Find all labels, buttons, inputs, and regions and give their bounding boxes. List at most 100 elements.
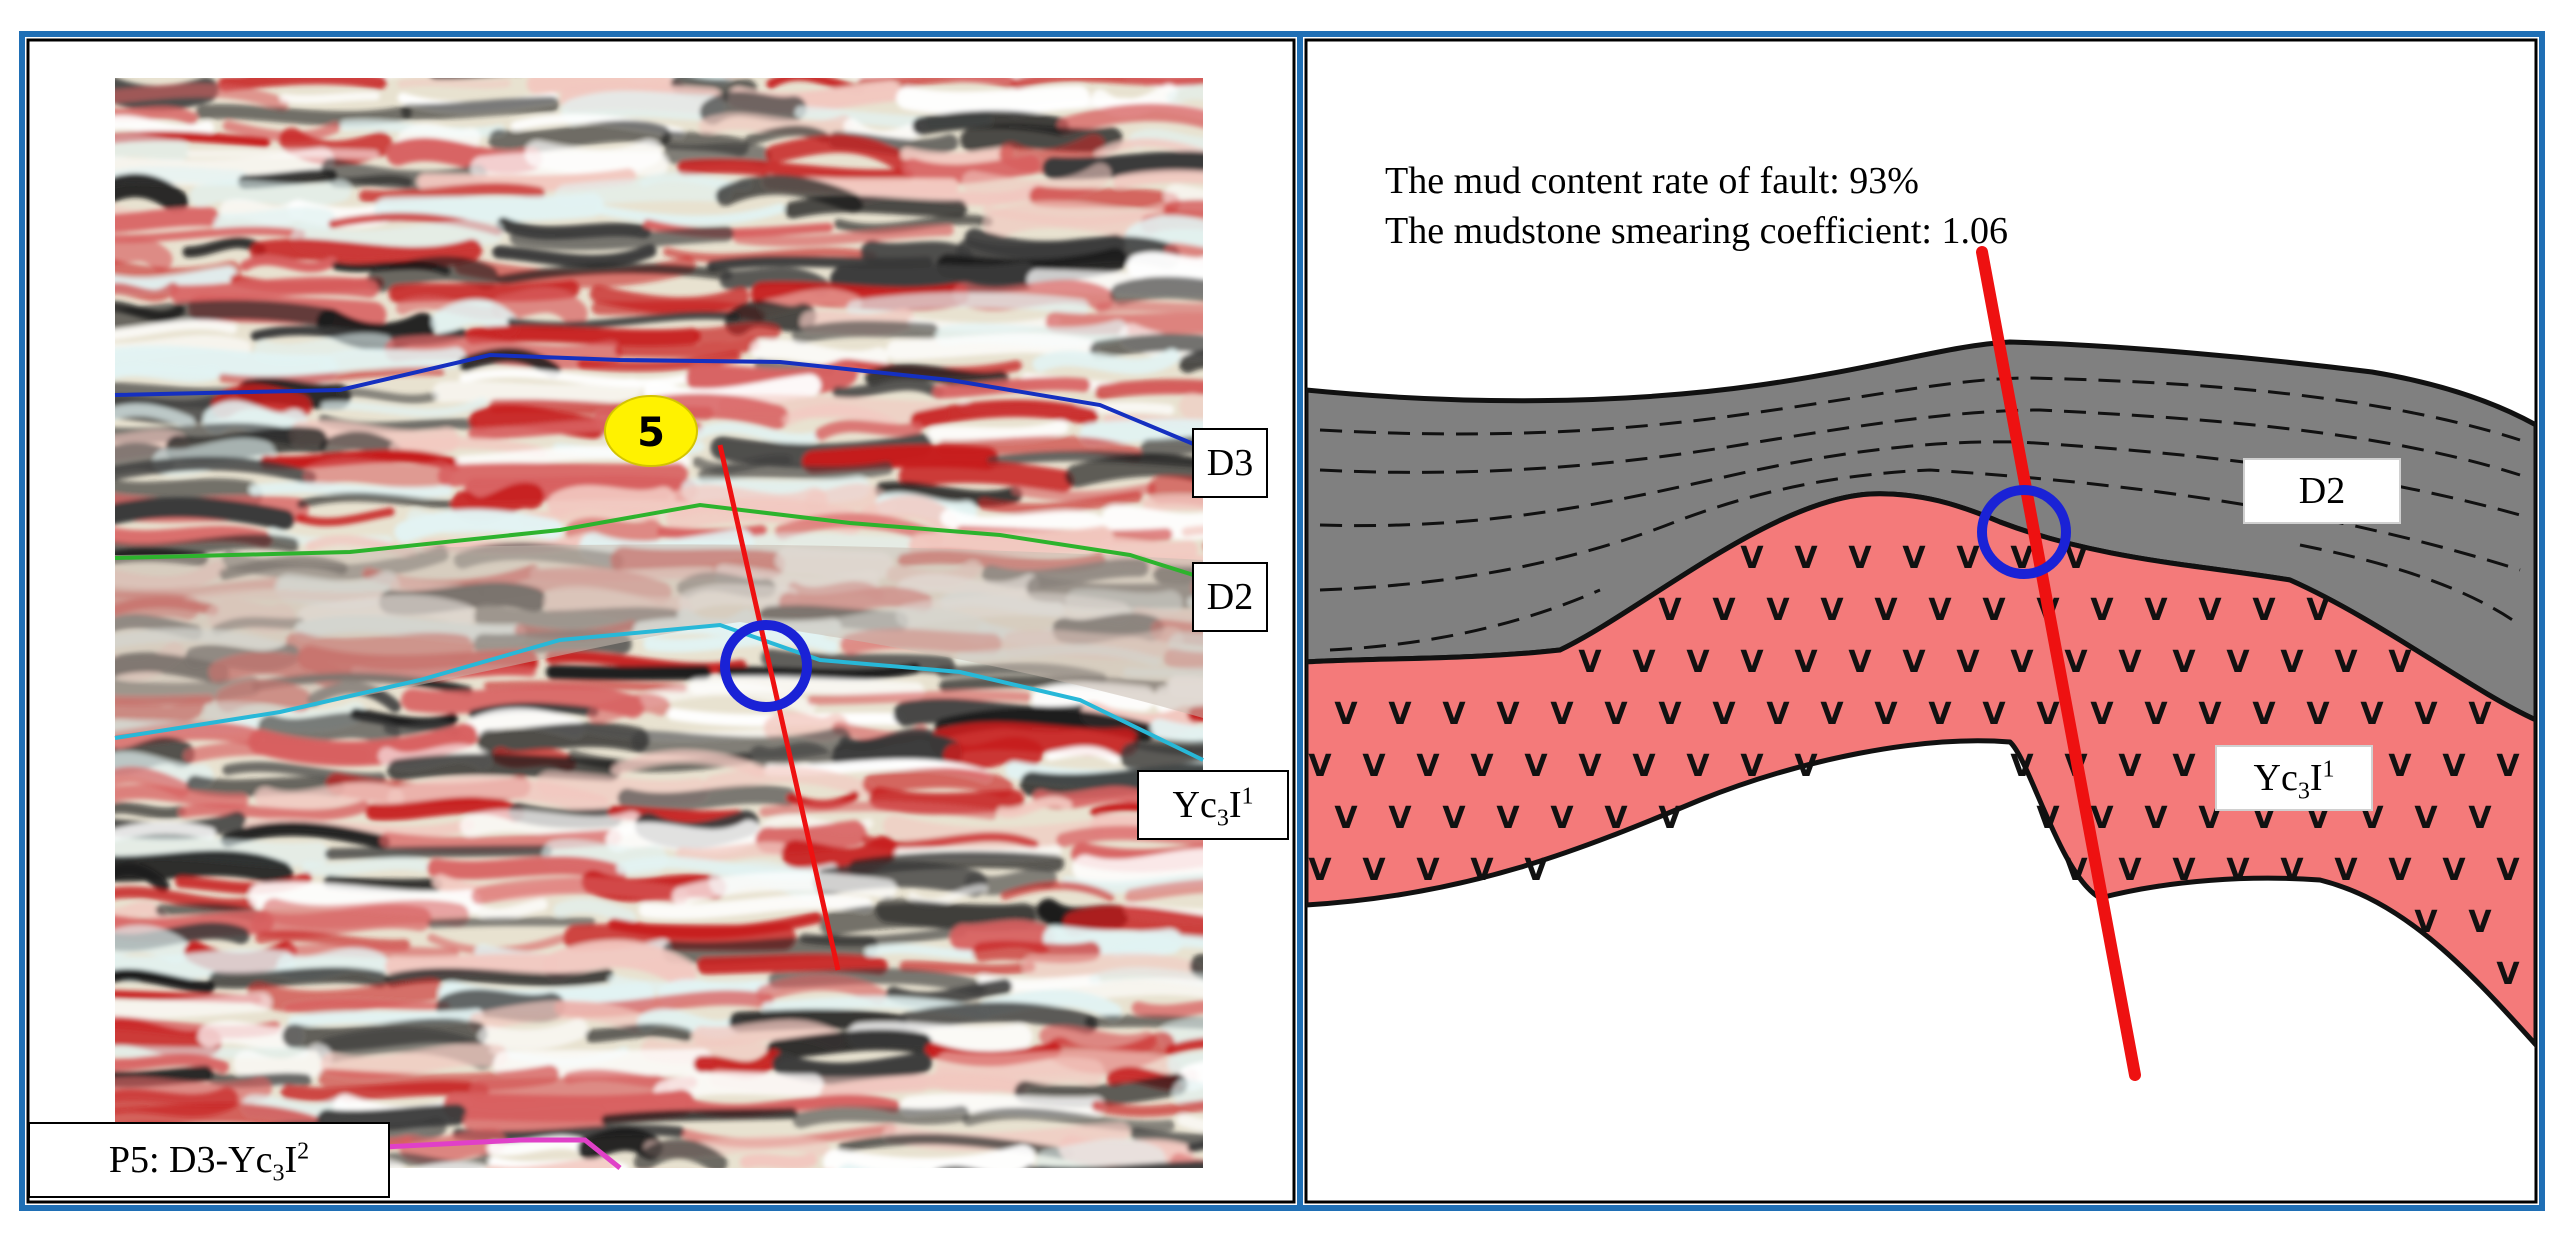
seismic-reflection [886, 332, 1098, 360]
seismic-reflection [693, 322, 781, 344]
volcanic-v-symbol: V [1604, 697, 1628, 732]
seismic-reflection [509, 225, 734, 251]
seismic-reflection [385, 953, 559, 977]
seismic-reflection [875, 481, 1023, 507]
volcanic-v-symbol: V [1848, 541, 1872, 576]
seismic-reflection [698, 112, 852, 138]
seismic-reflection [693, 422, 820, 445]
seismic-reflection [1142, 494, 1203, 512]
seismic-reflection [1095, 301, 1203, 314]
seismic-reflection [115, 403, 195, 429]
volcanic-v-symbol: V [2090, 593, 2114, 628]
seismic-reflection [301, 857, 429, 876]
seismic-reflection [1089, 967, 1203, 987]
volcanic-v-symbol: V [2144, 801, 2168, 836]
seismic-reflection [912, 110, 1069, 136]
volcanic-v-symbol: V [1820, 697, 1844, 732]
seismic-reflection [832, 733, 963, 770]
seal-circle-right [1977, 485, 2071, 579]
volcanic-v-symbol: V [2496, 957, 2520, 992]
volcanic-v-symbol: V [2172, 853, 2196, 888]
seismic-reflection [115, 834, 330, 867]
seismic-reflection [983, 200, 1159, 239]
seismic-reflection [1126, 252, 1203, 282]
seismic-reflection [208, 967, 389, 989]
volcanic-v-symbol: V [1982, 593, 2006, 628]
volcanic-v-symbol: V [2252, 593, 2276, 628]
seismic-reflection [1000, 881, 1115, 902]
seismic-reflection [1128, 128, 1203, 154]
seismic-reflection [303, 457, 453, 489]
seismic-reflection [321, 347, 466, 374]
seismic-reflection [469, 1075, 669, 1105]
seismic-reflection [1042, 151, 1203, 180]
seismic-reflection [438, 462, 688, 487]
seismic-reflection [829, 261, 1038, 294]
seismic-reflection [671, 871, 897, 906]
volcanic-v-symbol: V [1388, 801, 1412, 836]
seismic-reflection [115, 1076, 272, 1107]
seismic-reflection [802, 444, 999, 474]
seismic-reflection [379, 829, 622, 853]
volcanic-v-symbol: V [2414, 697, 2438, 732]
volcanic-v-symbol: V [1550, 801, 1574, 836]
seismic-reflection [617, 784, 797, 812]
seismic-reflection [1179, 392, 1203, 424]
seismic-reflection [526, 78, 685, 99]
volcanic-v-symbol: V [1712, 593, 1736, 628]
seismic-reflection [1163, 199, 1203, 219]
seismic-reflection [927, 420, 1069, 442]
volcanic-v-symbol: V [2064, 645, 2088, 680]
seismic-reflection [1166, 85, 1203, 106]
volcanic-v-symbol: V [2172, 645, 2196, 680]
volcanic-v-symbol: V [1524, 749, 1548, 784]
volcanic-v-symbol: V [2468, 801, 2492, 836]
seismic-reflection [170, 276, 379, 304]
horizon-yc-line [114, 622, 1204, 762]
seismic-reflection [1032, 348, 1180, 375]
volcanic-v-symbol: V [1550, 697, 1574, 732]
seismic-reflection [791, 320, 939, 345]
seismic-reflection [496, 263, 733, 286]
seismic-reflection [115, 821, 216, 842]
volcanic-v-symbol: V [2442, 749, 2466, 784]
seismic-reflection [898, 460, 1074, 493]
seismic-reflection [1072, 848, 1203, 886]
seismic-reflection [253, 333, 394, 363]
seismic-reflection [491, 287, 588, 326]
seismic-reflection [115, 478, 263, 510]
seismic-reflection [1140, 435, 1203, 457]
volcanic-v-symbol: V [1928, 593, 1952, 628]
seismic-reflection [910, 399, 1099, 429]
seismic-reflection [115, 886, 258, 911]
seismic-reflection [115, 766, 190, 798]
seismic-reflection [115, 133, 190, 163]
fault-number-badge [604, 395, 698, 467]
volcanic-v-symbol: V [1874, 697, 1898, 732]
horizon-label-d2: D2 [1192, 562, 1268, 632]
volcanic-v-symbol: V [1902, 645, 1926, 680]
volcanic-v-symbol: V [1388, 697, 1412, 732]
volcanic-v-symbol: V [1604, 801, 1628, 836]
seismic-reflection [553, 898, 636, 925]
seismic-reflection [401, 96, 560, 121]
volcanic-v-symbol: V [1740, 645, 1764, 680]
volcanic-v-symbol: V [2306, 593, 2330, 628]
volcanic-v-symbol: V [2334, 645, 2358, 680]
seismic-reflection [1091, 1100, 1203, 1117]
seismic-reflection [601, 1107, 798, 1126]
seismic-reflection [115, 300, 335, 330]
layer-label-yc: Yc3I1 [2215, 745, 2373, 811]
seismic-reflection [1057, 103, 1203, 135]
volcanic-v-symbol: V [1524, 853, 1548, 888]
seismic-reflection [115, 496, 295, 530]
volcanic-v-symbol: V [1712, 697, 1736, 732]
volcanic-v-symbol: V [1982, 697, 2006, 732]
seismic-reflection [189, 179, 352, 207]
seismic-reflection [900, 1093, 1105, 1117]
volcanic-v-symbol: V [2118, 853, 2142, 888]
seismic-reflection [249, 482, 453, 499]
seismic-reflection [565, 517, 663, 546]
volcanic-v-symbol: V [1442, 697, 1466, 732]
